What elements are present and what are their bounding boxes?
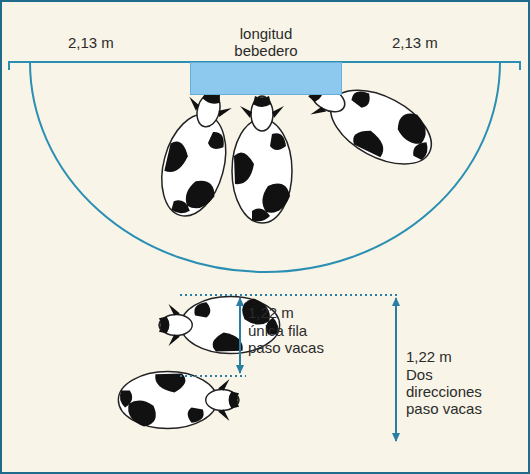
lane-label: Dos direcciones paso vacas bbox=[406, 366, 494, 417]
dimension-label: 1,22 m bbox=[406, 348, 506, 365]
dimension-label: 1,22 m bbox=[248, 304, 338, 321]
lane-label: única fila paso vacas bbox=[248, 322, 330, 356]
water-trough: longitud bebedero bbox=[190, 62, 342, 95]
trough-label: longitud bebedero bbox=[211, 25, 321, 59]
dimension-label: 2,13 m bbox=[392, 34, 462, 51]
dimension-label: 2,13 m bbox=[68, 34, 138, 51]
